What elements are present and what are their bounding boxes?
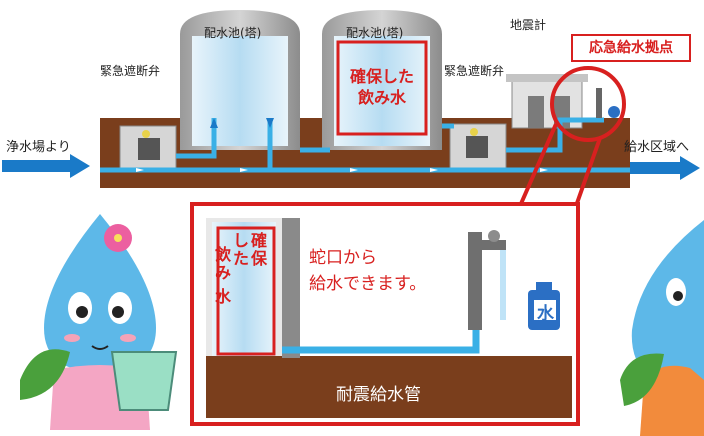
inset-wall bbox=[282, 218, 300, 358]
inset-ground bbox=[206, 356, 572, 418]
inset-vertical-col2: した bbox=[232, 231, 249, 268]
secured-water-frame bbox=[336, 40, 428, 136]
water-jug bbox=[528, 282, 560, 330]
valve-right-housing bbox=[449, 123, 507, 169]
tank-left-shape bbox=[180, 10, 300, 150]
secured-water-line1: 確保した bbox=[349, 67, 414, 86]
outflow-arrow bbox=[630, 156, 700, 180]
secured-water-line2: 飲み水 bbox=[357, 88, 406, 107]
inset-faucet bbox=[468, 230, 506, 330]
pipe-arrows bbox=[136, 168, 548, 172]
jug-label: 水 bbox=[537, 304, 554, 324]
to-area-label: 給水区域へ bbox=[624, 140, 690, 155]
inset-vertical-col3: 飲み bbox=[214, 245, 231, 282]
inflow-arrow bbox=[2, 154, 90, 178]
tank-right-shape bbox=[322, 10, 442, 150]
tank-up-arrow bbox=[210, 118, 218, 128]
inset-vertical-col1: 確保 bbox=[250, 231, 267, 268]
tank-left-label: 配水池(塔) bbox=[204, 26, 262, 40]
faucet-text-line2: 給水できます。 bbox=[309, 274, 427, 294]
faucet-text-line1: 蛇口から bbox=[309, 248, 377, 268]
seismometer-label: 地震計 bbox=[510, 18, 547, 32]
callout-line-b bbox=[574, 137, 602, 207]
callout-line-a bbox=[518, 123, 558, 207]
inset-vertical-col4: 水 bbox=[214, 287, 231, 306]
valve-left-label: 緊急遮断弁 bbox=[100, 64, 161, 78]
tank-right-label: 配水池(塔) bbox=[346, 26, 404, 40]
emergency-point-label: 応急給水拠点 bbox=[571, 34, 691, 62]
tank-down-arrow bbox=[266, 118, 274, 128]
water-drop-character-right bbox=[620, 220, 704, 436]
from-plant-label: 浄水場より bbox=[6, 140, 71, 155]
valve-right-label: 緊急遮断弁 bbox=[444, 64, 505, 78]
emergency-point-circle bbox=[550, 66, 626, 142]
inset-tank bbox=[206, 218, 282, 366]
water-drop-character-left bbox=[20, 214, 178, 430]
valve-left-housing bbox=[119, 125, 177, 169]
secured-water-text: 確保した 飲み水 bbox=[340, 66, 424, 108]
emergency-faucet bbox=[596, 88, 620, 118]
quake-pipe-label: 耐震給水管 bbox=[336, 385, 421, 405]
